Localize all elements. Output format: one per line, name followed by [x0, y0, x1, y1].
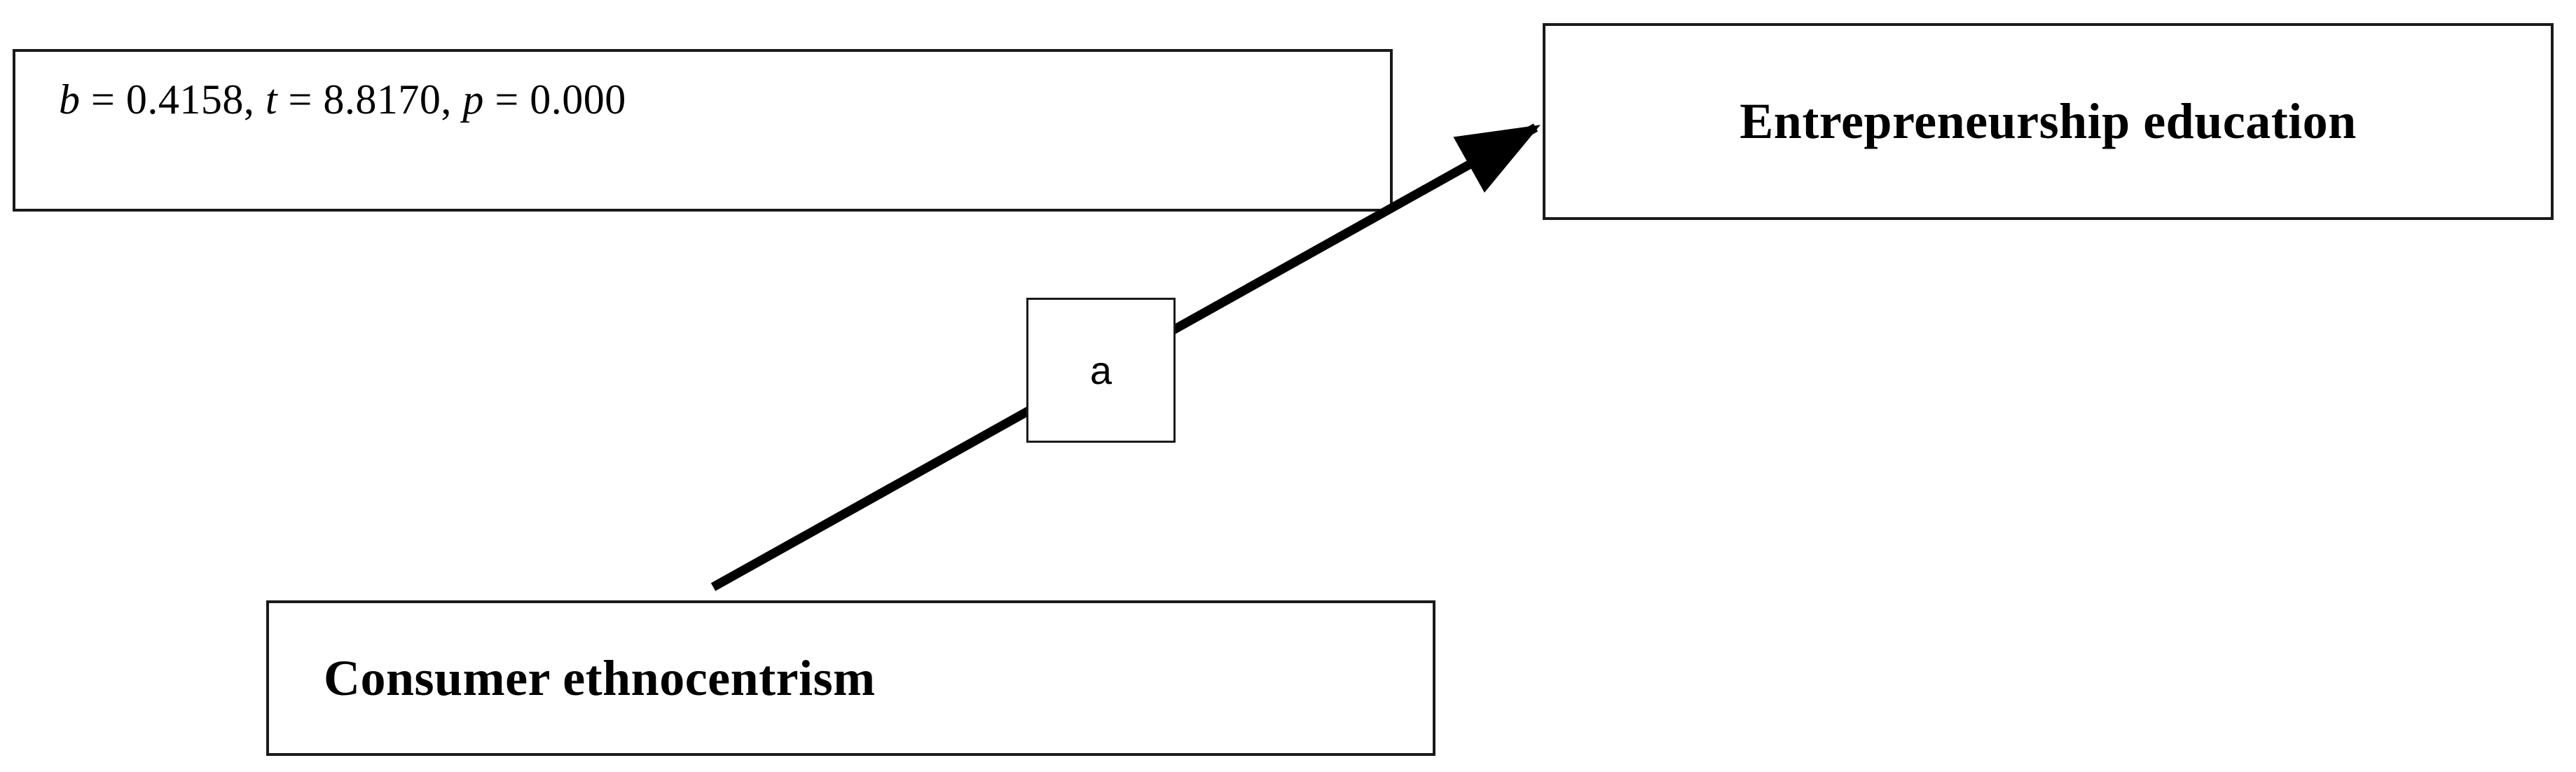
- statistics-text: b = 0.4158, t = 8.8170, p = 0.000: [59, 76, 626, 123]
- node-entrepreneurship-education: Entrepreneurship education: [1543, 23, 2554, 220]
- path-coefficient-box-a: a: [1026, 298, 1176, 443]
- node-consumer-ethnocentrism: Consumer ethnocentrism: [266, 600, 1435, 756]
- statistics-box: b = 0.4158, t = 8.8170, p = 0.000: [13, 49, 1393, 212]
- node-consumer-ethnocentrism-label: Consumer ethnocentrism: [324, 649, 876, 706]
- path-coefficient-label-a: a: [1089, 347, 1113, 392]
- node-entrepreneurship-education-label: Entrepreneurship education: [1740, 93, 2357, 149]
